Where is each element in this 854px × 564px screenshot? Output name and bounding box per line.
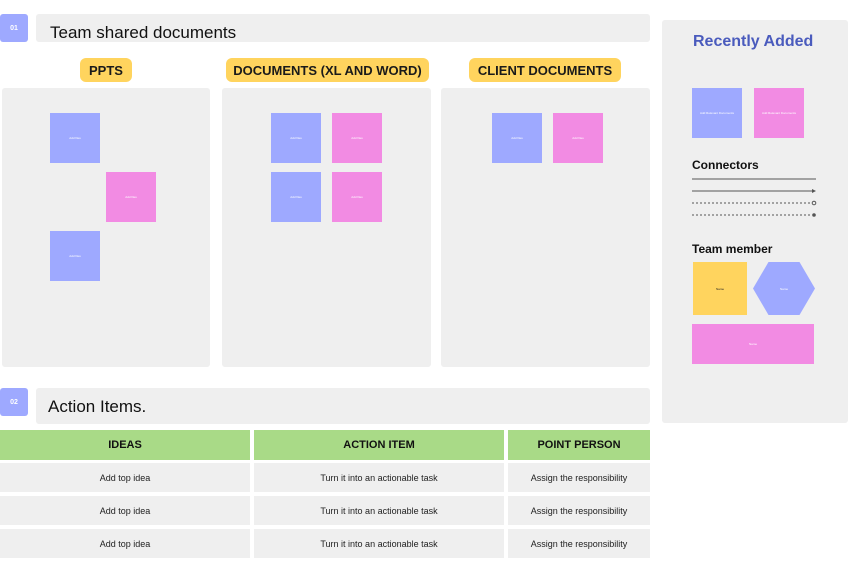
- table-cell[interactable]: Assign the responsibility: [508, 529, 650, 558]
- recent-sticky-note[interactable]: Add Relevant Documents: [754, 88, 804, 138]
- column-panel-documents[interactable]: [222, 88, 431, 367]
- section-title: Action Items.: [48, 397, 147, 416]
- recent-sticky-note[interactable]: Add Relevant Documents: [692, 88, 742, 138]
- sticky-note[interactable]: Add files: [492, 113, 542, 163]
- column-label-documents: DOCUMENTS (XL AND WORD): [226, 58, 429, 82]
- connectors-palette[interactable]: [690, 174, 820, 220]
- section-number-badge: 02: [0, 388, 28, 416]
- table-cell[interactable]: Turn it into an actionable task: [254, 496, 504, 525]
- table-cell[interactable]: Turn it into an actionable task: [254, 529, 504, 558]
- sticky-note[interactable]: Add files: [50, 231, 100, 281]
- column-label-ppts: PPTS: [80, 58, 132, 82]
- column-panel-ppts[interactable]: [2, 88, 210, 367]
- table-header-point-person: POINT PERSON: [508, 430, 650, 460]
- team-member-banner[interactable]: Name: [692, 324, 814, 364]
- table-cell[interactable]: Assign the responsibility: [508, 496, 650, 525]
- section-title: Team shared documents: [50, 23, 237, 42]
- team-member-card[interactable]: Name: [693, 262, 747, 315]
- table-cell[interactable]: Add top idea: [0, 463, 250, 492]
- sticky-note[interactable]: Add files: [271, 113, 321, 163]
- table-cell[interactable]: Turn it into an actionable task: [254, 463, 504, 492]
- table-header-ideas: IDEAS: [0, 430, 250, 460]
- sticky-note[interactable]: Add files: [332, 113, 382, 163]
- sticky-note[interactable]: Add files: [106, 172, 156, 222]
- table-header-action-item: ACTION ITEM: [254, 430, 504, 460]
- section-number-badge: 01: [0, 14, 28, 42]
- connector-endpoint-icon: [811, 200, 817, 206]
- sticky-note[interactable]: Add files: [271, 172, 321, 222]
- column-label-client-documents: CLIENT DOCUMENTS: [469, 58, 621, 82]
- connector-endpoint-icon: [812, 213, 816, 217]
- section-title-bar[interactable]: [36, 14, 650, 42]
- connector-arrowhead-icon: [812, 189, 816, 193]
- sticky-note[interactable]: Add files: [332, 172, 382, 222]
- section-title-bar[interactable]: [36, 388, 650, 424]
- table-cell[interactable]: Assign the responsibility: [508, 463, 650, 492]
- sticky-note[interactable]: Add files: [50, 113, 100, 163]
- team-member-label: Team member: [692, 242, 773, 256]
- table-cell[interactable]: Add top idea: [0, 529, 250, 558]
- sticky-note[interactable]: Add files: [553, 113, 603, 163]
- sidebar-title: Recently Added: [693, 33, 814, 50]
- table-cell[interactable]: Add top idea: [0, 496, 250, 525]
- connectors-label: Connectors: [692, 158, 759, 172]
- column-panel-client-documents[interactable]: [441, 88, 650, 367]
